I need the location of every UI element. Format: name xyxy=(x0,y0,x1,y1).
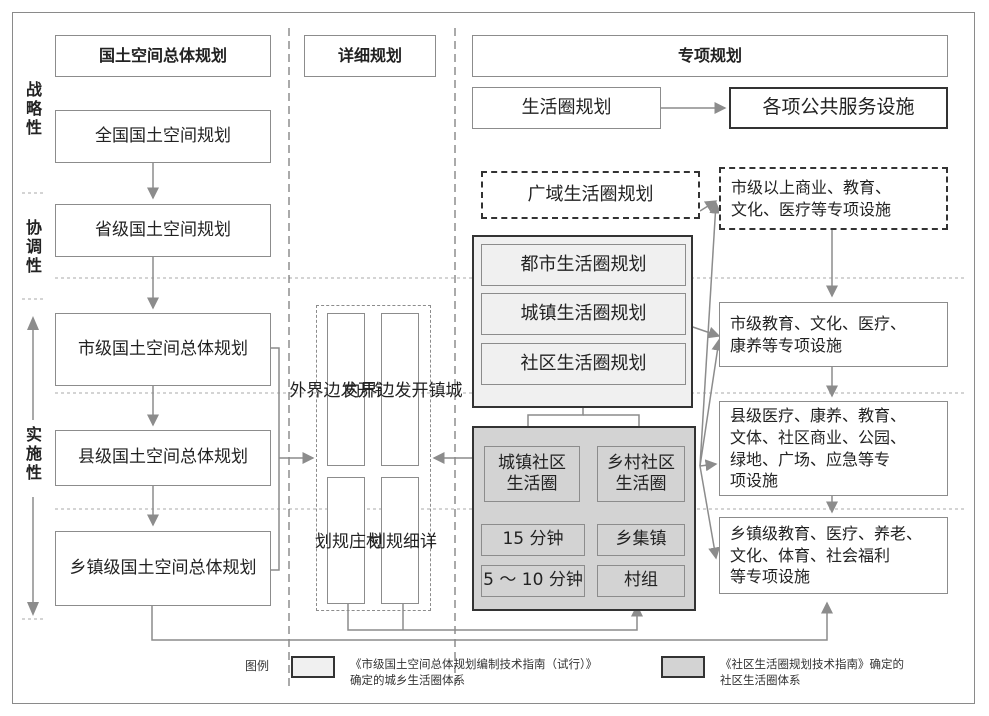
village-group-box: 村组 xyxy=(597,565,685,597)
implementation-arrow xyxy=(27,316,39,616)
village-plan-box: 村 庄 规 划 xyxy=(311,477,382,604)
township-facilities-box: 乡镇级教育、医疗、养老、 文化、体育、社会福利 等专项设施 xyxy=(719,517,948,594)
legend-dark-description: 《社区生活圈规划技术指南》确定的 社区生活圈体系 xyxy=(720,657,904,688)
detailed-plan-group xyxy=(316,305,431,611)
city-facilities-box: 市级教育、文化、医疗、 康养等专项设施 xyxy=(719,302,948,367)
strategic-label: 战 略 性 xyxy=(25,80,42,138)
city-plan-box: 市级国土空间总体规划 xyxy=(55,313,271,386)
village-community-box: 乡村社区 生活圈 xyxy=(597,446,685,502)
town-circle-box: 城镇生活圈规划 xyxy=(481,293,686,335)
county-plan-box: 县级国土空间总体规划 xyxy=(55,430,271,486)
town-community-box: 城镇社区 生活圈 xyxy=(484,446,580,502)
city-above-facilities-box: 市级以上商业、教育、 文化、医疗等专项设施 xyxy=(719,167,948,230)
county-facilities-box: 县级医疗、康养、教育、 文体、社区商业、公园、 绿地、广场、应急等专 项设施 xyxy=(719,401,948,496)
legend-light-description: 《市级国土空间总体规划编制技术指南（试行）》 确定的城乡生活圈体系 xyxy=(350,657,598,688)
special-plan-header: 专项规划 xyxy=(472,35,948,77)
legend-dark-swatch xyxy=(661,656,705,678)
legend-title: 图例 xyxy=(245,659,270,673)
regional-circle-box: 广域生活圈规划 xyxy=(481,171,700,219)
life-circle-plan-box: 生活圈规划 xyxy=(472,87,661,129)
detailed-plan-header: 详细规划 xyxy=(304,35,436,77)
legend-light-swatch xyxy=(291,656,335,678)
five-ten-minute-box: 5 ～ 10 分钟 xyxy=(481,565,585,597)
public-facilities-box: 各项公共服务设施 xyxy=(729,87,948,129)
implementation-label: 实 施 性 xyxy=(24,425,44,483)
provincial-plan-box: 省级国土空间规划 xyxy=(55,204,271,257)
territorial-plan-header: 国土空间总体规划 xyxy=(55,35,271,77)
column-dividers xyxy=(288,28,456,690)
diagram-frame xyxy=(12,12,975,704)
fifteen-minute-box: 15 分钟 xyxy=(481,524,585,556)
level-separators xyxy=(22,192,965,620)
community-circle-box: 社区生活圈规划 xyxy=(481,343,686,385)
national-plan-box: 全国国土空间规划 xyxy=(55,110,271,163)
coordinative-label: 协 调 性 xyxy=(25,218,42,276)
township-plan-box: 乡镇级国土空间总体规划 xyxy=(55,531,271,606)
township-box: 乡集镇 xyxy=(597,524,685,556)
inside-boundary-box: 城 镇 开 发 边 界 内 xyxy=(340,313,462,466)
metro-circle-box: 都市生活圈规划 xyxy=(481,244,686,286)
detail-plan-box: 详 细 规 划 xyxy=(365,477,436,604)
